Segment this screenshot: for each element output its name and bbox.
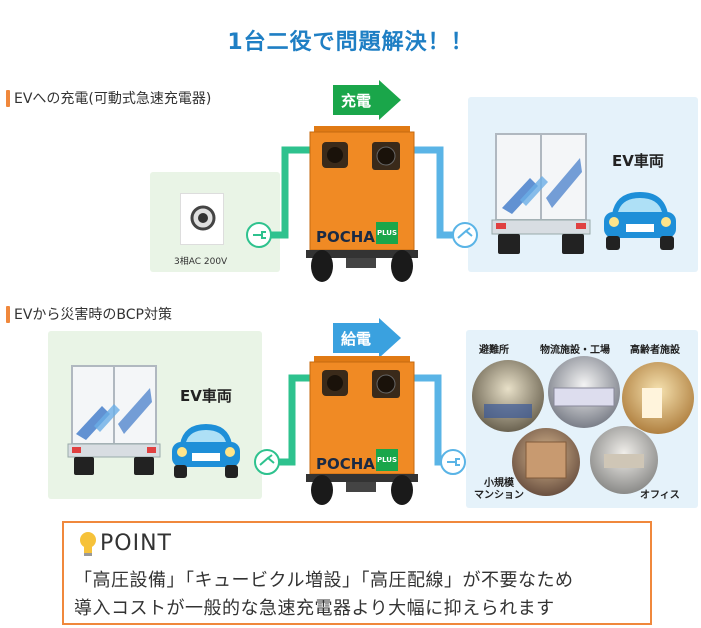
section1-label-text: EVへの充電(可動式急速充電器): [14, 91, 212, 107]
section-marker: [6, 89, 10, 107]
ev-connector-icon: [254, 449, 280, 475]
charge-arrow-label: 充電: [333, 85, 379, 115]
ev-label-1: EV車両: [612, 152, 664, 170]
outlet-box: [180, 193, 224, 245]
device-brand-1: POCHA: [316, 228, 375, 246]
facility-logistics-label: 物流施設・工場: [540, 345, 610, 356]
page-title: 1台二役で問題解決！！: [227, 30, 474, 55]
section1-label: EVへの充電(可動式急速充電器): [6, 88, 211, 108]
shelter-photo: [472, 360, 544, 432]
section2-label: EVから災害時のBCP対策: [6, 304, 172, 324]
charge-arrow: 充電: [333, 80, 401, 120]
lightbulb-icon: [80, 532, 96, 556]
charge-arrow-head: [379, 80, 401, 120]
device-plus-badge-2: PLUS: [376, 449, 398, 471]
section-marker: [6, 305, 10, 323]
outlet-icon: [190, 205, 216, 231]
outlet-label: 3相AC 200V: [174, 257, 228, 267]
supply-arrow-label: 給電: [333, 323, 379, 353]
point-heading: POINT: [100, 531, 172, 556]
facility-office-label: オフィス: [640, 490, 680, 501]
truck-icon: [67, 365, 161, 475]
point-line-1: 「高圧設備」「キュービクル増設」「高圧配線」が不要なため: [74, 570, 574, 591]
supply-arrow-head: [379, 318, 401, 358]
point-box: [62, 521, 652, 625]
facility-elderly-label: 高齢者施設: [630, 345, 680, 356]
car-icon: [172, 424, 240, 478]
point-line-2: 導入コストが一般的な急速充電器より大幅に抑えられます: [74, 598, 555, 619]
plug-icon: [246, 222, 272, 248]
car-icon: [604, 192, 676, 250]
pocha-device: [306, 356, 418, 505]
facility-mansion-line1: 小規模: [484, 478, 514, 489]
facility-mansion-label: 小規模 マンション: [474, 478, 524, 502]
facility-mansion-line2: マンション: [474, 490, 524, 501]
section2-label-text: EVから災害時のBCP対策: [14, 307, 172, 323]
plug-icon: [440, 449, 466, 475]
ev-label-2: EV車両: [180, 387, 232, 405]
facility-photos: [472, 356, 694, 496]
ev-connector-icon: [452, 222, 478, 248]
facility-shelter-label: 避難所: [479, 345, 509, 356]
pocha-device: [306, 126, 418, 282]
device-plus-badge-1: PLUS: [376, 222, 398, 244]
truck-icon: [491, 133, 591, 254]
supply-arrow: 給電: [333, 318, 401, 358]
device-brand-2: POCHA: [316, 455, 375, 473]
